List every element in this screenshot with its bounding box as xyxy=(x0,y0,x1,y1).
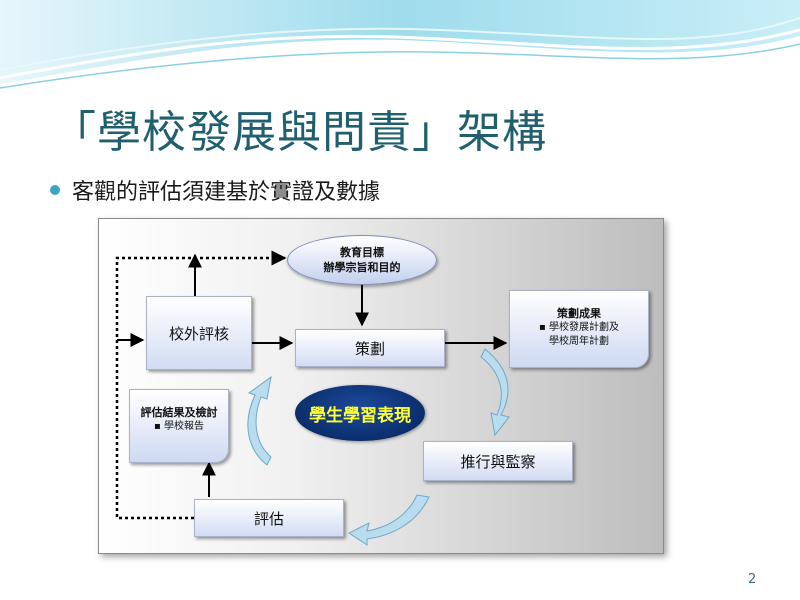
header-wave-decoration xyxy=(0,0,800,90)
diagram-connectors xyxy=(115,250,510,546)
planning-box: 策劃 xyxy=(295,329,445,367)
planning-outcome-document: 策劃成果 ▪ 學校發展計劃及 學校周年計劃 xyxy=(509,290,649,368)
education-goals-ellipse: 教育目標 辦學宗旨和目的 xyxy=(287,235,437,285)
student-performance-label: 學生學習表現 xyxy=(309,405,411,426)
evaluation-results-title: 評估結果及檢討 xyxy=(140,406,218,419)
slide-title: 「學校發展與問責」架構 xyxy=(52,107,547,158)
bullet-text: 客觀的評估須建基於實證及數據 xyxy=(72,180,381,205)
planning-outcome-line2: 學校周年計劃 xyxy=(549,336,609,347)
implementation-monitoring-label: 推行與監察 xyxy=(460,452,536,471)
external-review-label: 校外評核 xyxy=(168,324,229,343)
education-goals-line1: 教育目標 xyxy=(340,246,384,259)
evaluation-label: 評估 xyxy=(253,509,284,528)
bullet-point: 客觀的評估須建基於實證及數據 xyxy=(50,174,380,206)
evaluation-results-document: 評估結果及檢討 ▪ 學校報告 xyxy=(129,389,229,463)
page-number: 2 xyxy=(748,572,757,587)
planning-outcome-title: 策劃成果 xyxy=(557,307,601,320)
framework-diagram: 教育目標 辦學宗旨和目的 校外評核 策劃 策劃成果 ▪ 學校發展計劃及 學校周年… xyxy=(98,218,664,554)
external-review-box: 校外評核 xyxy=(146,296,252,370)
evaluation-box: 評估 xyxy=(194,499,344,537)
planning-label: 策劃 xyxy=(354,339,385,358)
implementation-monitoring-box: 推行與監察 xyxy=(423,441,573,481)
evaluation-results-line1: ▪ 學校報告 xyxy=(154,421,204,432)
student-performance-oval: 學生學習表現 xyxy=(295,385,425,441)
planning-outcome-line1: ▪ 學校發展計劃及 xyxy=(539,322,619,333)
education-goals-line2: 辦學宗旨和目的 xyxy=(323,261,401,274)
bullet-dot-icon xyxy=(50,185,60,195)
